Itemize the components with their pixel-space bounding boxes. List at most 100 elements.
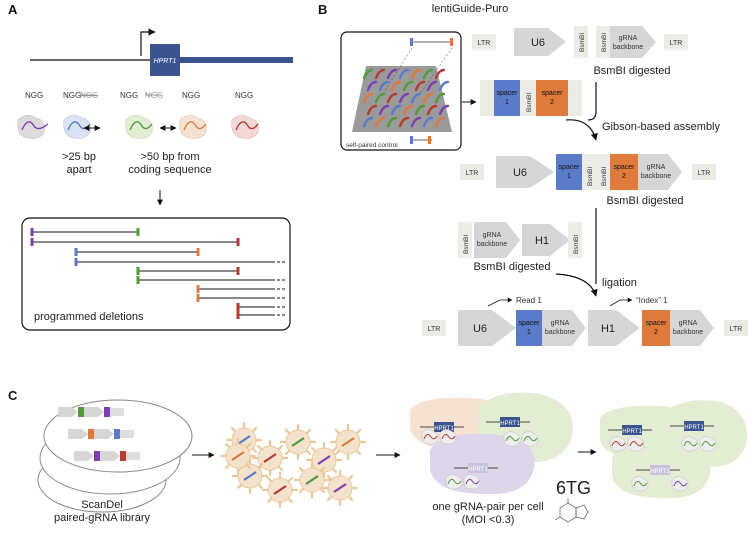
- oligo: [366, 104, 378, 116]
- oligo: [386, 116, 398, 128]
- h1-label: H1: [601, 323, 615, 335]
- cas9-blob-icon: [17, 115, 49, 139]
- spacer-num: 1: [567, 173, 571, 180]
- oligo: [390, 80, 402, 92]
- cut-site-mark: [74, 258, 78, 266]
- spike: [310, 446, 317, 453]
- cut-site-mark: [136, 267, 140, 275]
- spike: [230, 426, 237, 433]
- blob: [627, 436, 645, 452]
- ltr-label: LTR: [698, 170, 711, 177]
- grna-label: gRNA: [679, 320, 698, 327]
- oligo: [438, 80, 450, 92]
- blob: [681, 436, 699, 452]
- index1-label: “Index” 1: [636, 296, 668, 305]
- guide: [465, 478, 480, 485]
- spike: [319, 466, 326, 473]
- cas9-blob-icon: [439, 429, 457, 445]
- spike: [277, 465, 284, 472]
- backbone-label: backbone: [613, 44, 643, 51]
- deletion-lines: [30, 228, 286, 319]
- oligo: [374, 68, 386, 80]
- gene-box: [650, 465, 670, 475]
- oligo: [398, 92, 410, 104]
- cell-label: one gRNA-pair per cell: [432, 501, 543, 513]
- spacer-1: [516, 310, 542, 346]
- spacer-label: spacer: [645, 320, 667, 327]
- blob: [503, 431, 521, 447]
- hprt1-gene-icon: HPRT1: [420, 422, 464, 432]
- pam-site: NGG: [235, 91, 253, 100]
- blob: [521, 431, 539, 447]
- ltr-label: LTR: [478, 40, 491, 47]
- oligo: [374, 116, 386, 128]
- gene-box: [468, 463, 488, 473]
- hprt1-label: HPRT1: [154, 58, 177, 65]
- spacer-label: spacer: [496, 90, 518, 97]
- deletions-box: [21, 217, 291, 331]
- bsmbi-digested-label: BsmBI digested: [606, 195, 683, 207]
- spike: [266, 497, 273, 504]
- spacer-block: [114, 429, 120, 439]
- cut-site-mark: [236, 311, 240, 319]
- promoter-arrow: [74, 451, 94, 461]
- spike: [236, 483, 243, 490]
- oligo: [434, 68, 446, 80]
- spacer-label: spacer: [613, 164, 635, 171]
- oligo: [414, 104, 426, 116]
- oligo: [378, 104, 390, 116]
- spike: [251, 447, 258, 454]
- oligo: [374, 92, 386, 104]
- oligo: [402, 80, 414, 92]
- spacer-label: spacer: [558, 164, 580, 171]
- dashed-guide: [419, 47, 453, 95]
- spike: [245, 442, 252, 449]
- bsmbi-label: BsmBI: [573, 235, 580, 254]
- promoter-arrow: [94, 429, 114, 439]
- gene-label: HPRT1: [500, 421, 520, 427]
- guide: [611, 440, 626, 447]
- spike: [245, 463, 252, 470]
- spike: [334, 449, 341, 456]
- cut-site-mark: [136, 228, 140, 236]
- bsmbi-site: [458, 222, 472, 258]
- h1-promoter: [522, 224, 570, 256]
- ligation-arrow-icon: [555, 273, 598, 297]
- cas9-blob-icon: [63, 115, 91, 139]
- blob: [445, 474, 463, 490]
- genome: [333, 483, 347, 493]
- spike: [355, 428, 362, 435]
- cut-site-mark: [30, 228, 34, 236]
- promoter-arrow: [84, 407, 104, 417]
- cas9-blob-icon: [125, 115, 153, 139]
- oligo: [362, 116, 374, 128]
- bsmbi-site: [568, 80, 582, 116]
- lentiguide-label: lentiGuide-Puro: [432, 3, 508, 15]
- oligo: [410, 92, 422, 104]
- virus-particle-icon: [321, 469, 359, 507]
- cut-site-mark: [236, 303, 240, 311]
- promoter-arrow: [68, 429, 88, 439]
- blob: [631, 476, 649, 492]
- read-arrow-icon: [487, 297, 513, 307]
- bsmbi-label: BsmBI: [526, 93, 533, 112]
- oligo: [422, 68, 434, 80]
- spacer-label: spacer: [518, 320, 540, 327]
- spike: [305, 449, 312, 456]
- ltr-box: [692, 164, 716, 180]
- guide: [629, 440, 644, 447]
- cas9-blob-icon: [609, 436, 627, 452]
- spacer-mark: [428, 136, 431, 144]
- spacer-block: [78, 407, 84, 417]
- cassette: [58, 407, 124, 417]
- backbone-label: backbone: [545, 329, 575, 336]
- spike: [298, 487, 305, 494]
- spacer-2: [536, 80, 568, 116]
- coding-label: >50 bp from: [140, 151, 199, 163]
- virus-particle-icon: [219, 437, 257, 475]
- apart-label: >25 bp: [62, 151, 96, 163]
- blob: [439, 429, 457, 445]
- panel-b-letter: B: [318, 2, 327, 17]
- spacer-block: [94, 451, 100, 461]
